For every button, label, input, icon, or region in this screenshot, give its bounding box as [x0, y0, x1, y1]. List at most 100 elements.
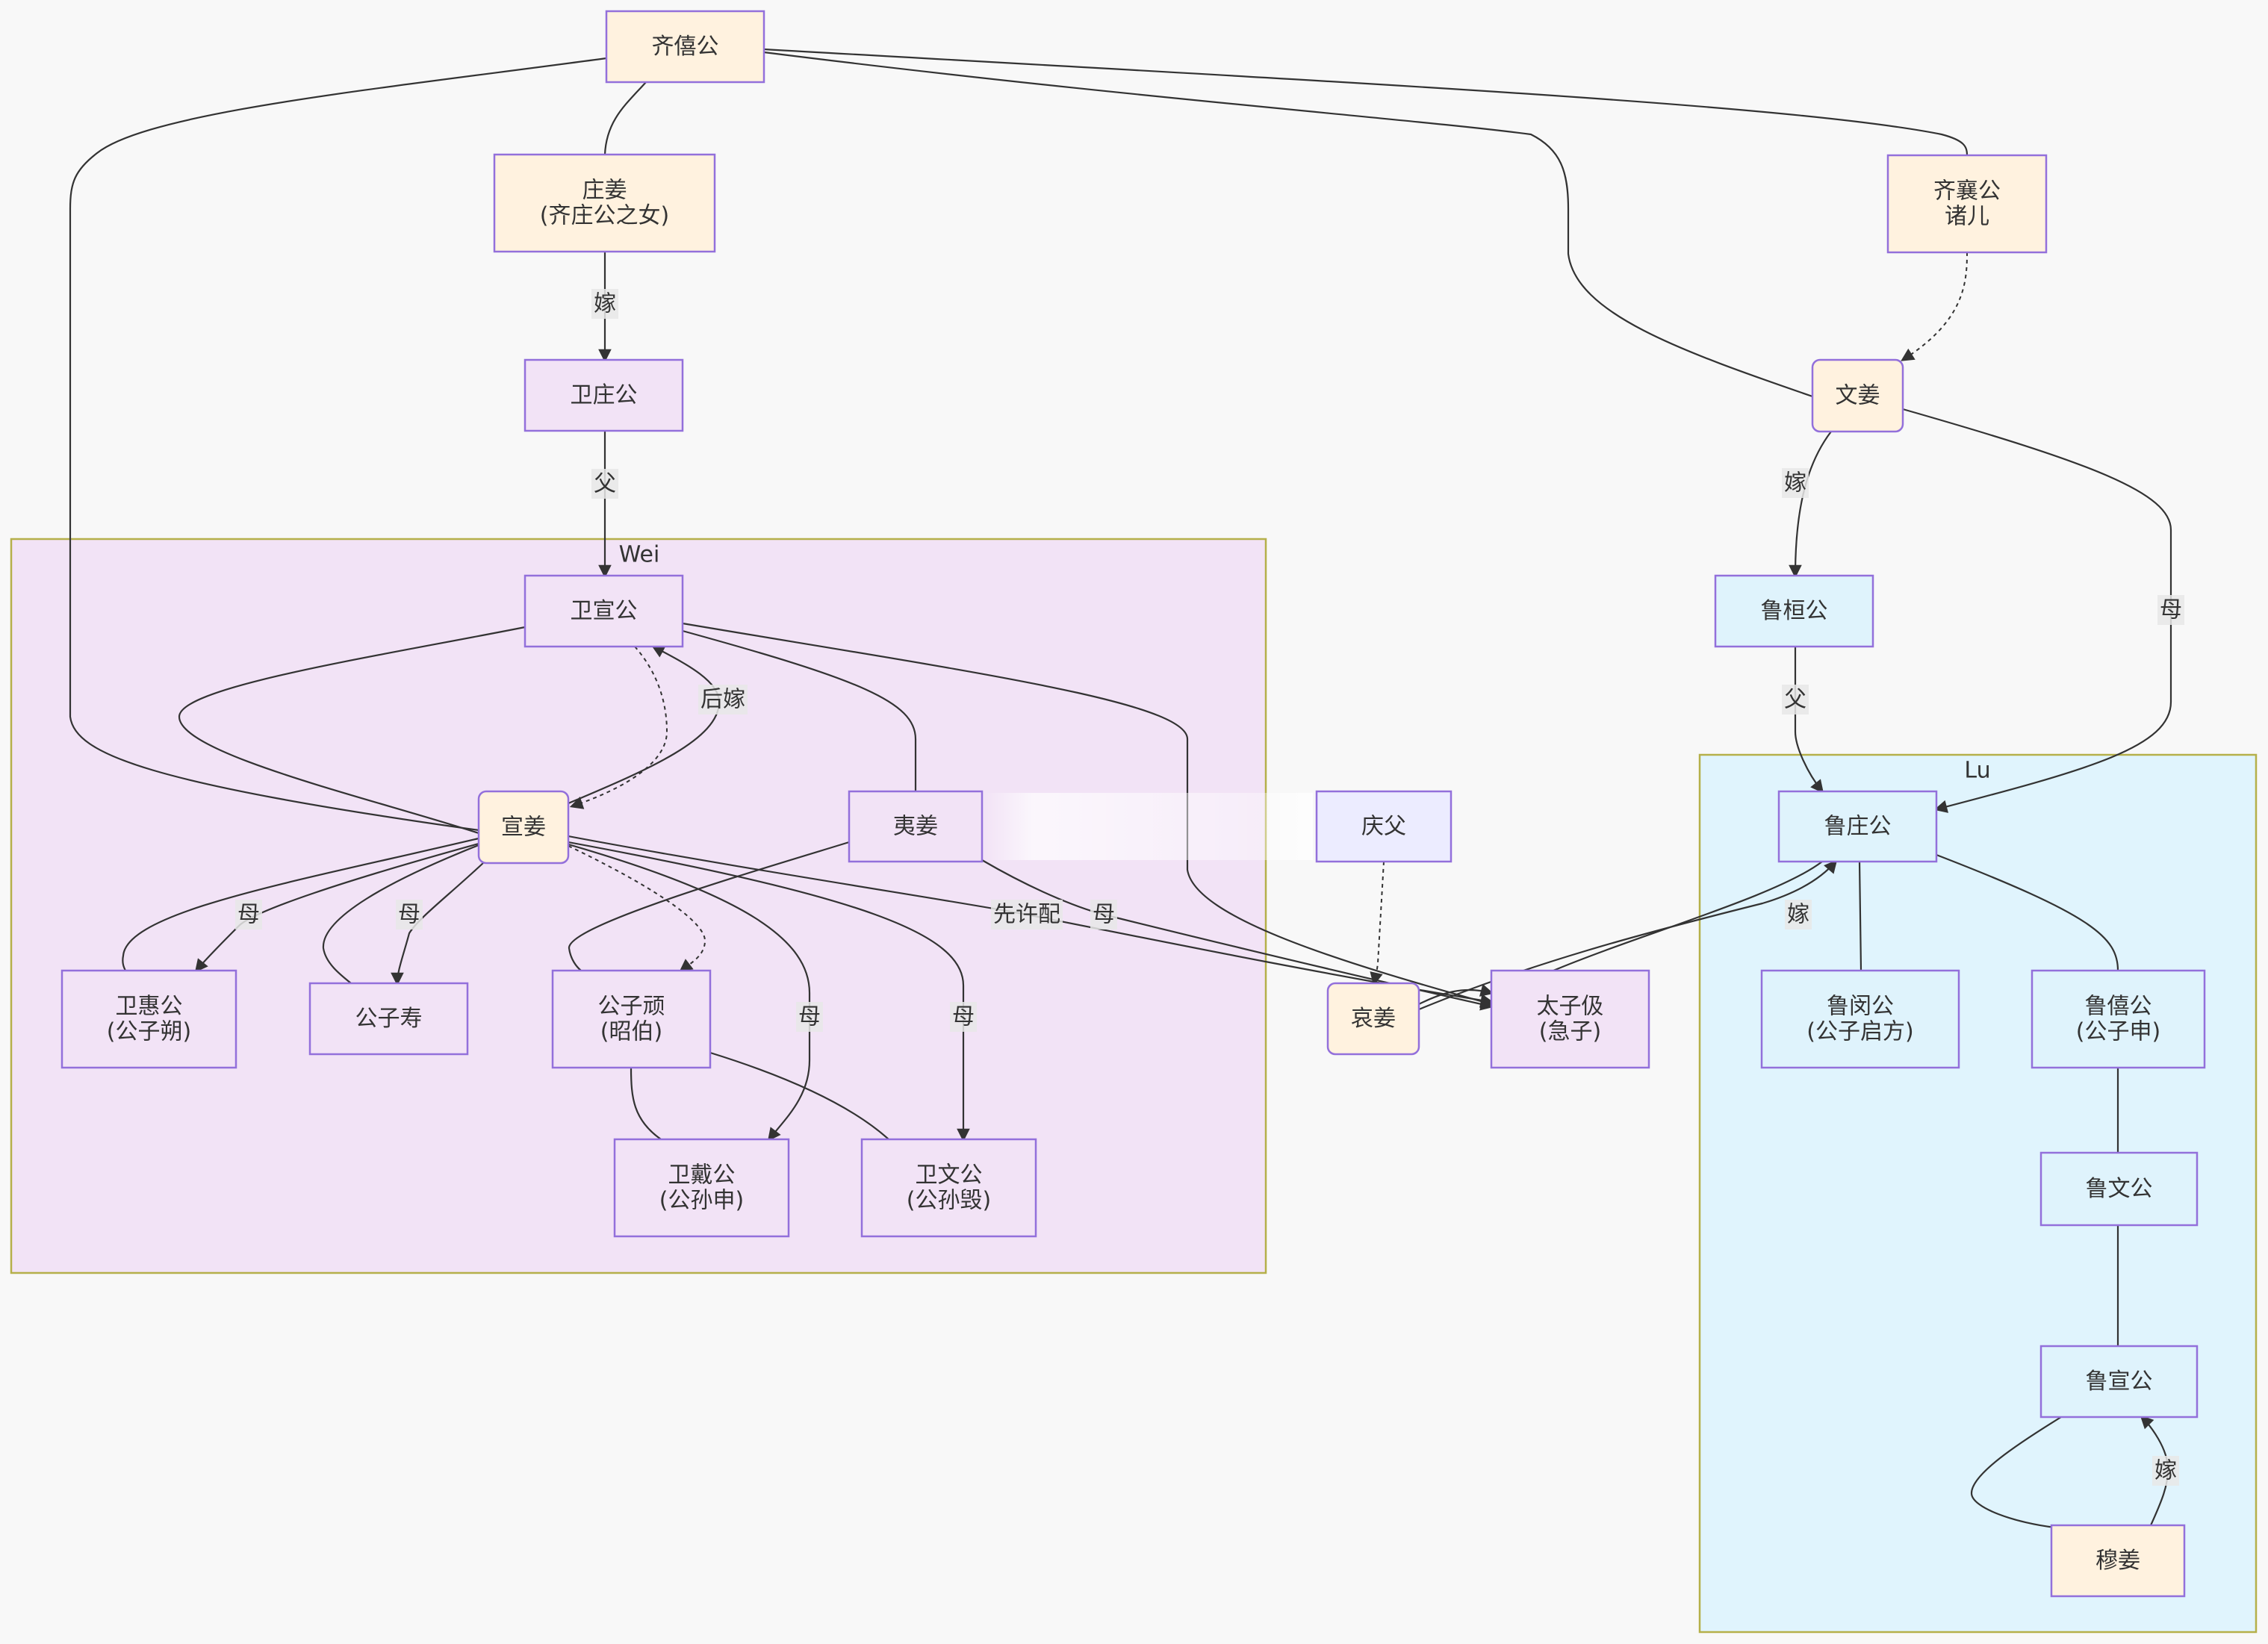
edge-gongzi_wan-to-wei_wen — [709, 1051, 889, 1140]
edge-yi_jiang-to-gongzi_wan — [568, 841, 850, 971]
node-label: 齐僖公 — [652, 34, 719, 60]
edge-xuan_jiang-to-wei_hui — [122, 837, 479, 971]
node-box — [2050, 1524, 2186, 1598]
edge-qi_xiang-to-wen_jiang — [1901, 252, 1968, 361]
edge-lu_zhuang-to-lu_xi — [1936, 853, 2119, 971]
node-wei_zhuang[interactable]: 卫庄公 — [523, 358, 684, 432]
node-ai_jiang[interactable]: 哀姜 — [1326, 982, 1420, 1056]
node-label: 鲁文公 — [2086, 1176, 2153, 1202]
node-lu_min[interactable]: 鲁闵公(公子启方) — [1760, 969, 1960, 1069]
node-lu_zhuang[interactable]: 鲁庄公 — [1777, 790, 1938, 863]
node-box — [1811, 358, 1904, 433]
edge-label: 父 — [1782, 685, 1809, 714]
edge-label: 母 — [396, 900, 423, 930]
node-label: (公子申) — [2076, 1019, 2160, 1045]
edge-label-text: 父 — [1784, 687, 1806, 713]
node-label: (公子朔) — [107, 1019, 191, 1045]
node-lu_xuan[interactable]: 鲁宣公 — [2039, 1345, 2199, 1419]
node-box — [551, 969, 712, 1069]
edge-label-background — [591, 289, 618, 319]
node-gongzi_shou[interactable]: 公子寿 — [308, 982, 469, 1056]
edge-label: 嫁 — [1785, 900, 1812, 930]
node-label: (公孙申) — [659, 1188, 744, 1214]
edge-wei_xuan-to-xuan_jiang — [569, 646, 668, 809]
edge-xuan_jiang-to-wei_wen — [568, 841, 970, 1142]
node-yi_jiang[interactable]: 夷姜 — [848, 790, 984, 863]
node-lu_wen[interactable]: 鲁文公 — [2039, 1151, 2199, 1227]
node-label: 庄姜 — [582, 178, 627, 204]
node-box — [605, 10, 765, 84]
node-label: 公子寿 — [355, 1006, 423, 1032]
node-label: 卫宣公 — [571, 598, 638, 624]
edge-qi_xi-to-qi_xiang — [763, 48, 1969, 156]
edge-ai_jiang-to-taizi_ji — [1418, 983, 1494, 1005]
node-label: 鲁宣公 — [2086, 1369, 2153, 1395]
node-label: 诸儿 — [1945, 204, 1989, 230]
edge-qi_xi-to-xuan_jiang — [69, 57, 607, 832]
edge-label: 嫁 — [1782, 468, 1809, 498]
node-label: (昭伯) — [600, 1019, 662, 1045]
edge-xuan_jiang-to-wei_dai — [568, 843, 811, 1142]
edge-label: 母 — [2157, 595, 2184, 625]
node-taizi_ji[interactable]: 太子伋(急子) — [1490, 969, 1650, 1069]
edge-label-background — [2152, 1456, 2179, 1486]
node-label: 穆姜 — [2095, 1548, 2140, 1574]
edge-label-text: 先许配 — [993, 902, 1060, 928]
node-box — [493, 153, 716, 253]
node-wei_hui[interactable]: 卫惠公(公子朔) — [60, 969, 237, 1069]
node-label: 公子顽 — [598, 994, 665, 1020]
node-box — [1714, 574, 1874, 648]
edge-label-text: 母 — [2160, 597, 2182, 623]
edge-label-background — [396, 900, 423, 930]
edge-xuan_jiang-to-gongzi_wan — [568, 845, 706, 973]
edge-label-text: 母 — [952, 1004, 975, 1030]
node-label: 卫惠公 — [116, 994, 183, 1020]
edge-label: 母 — [1090, 900, 1117, 930]
node-box — [523, 574, 684, 648]
edge-xuan_jiang-to-gongzi_shou — [391, 862, 485, 986]
edge-lu_zhuang-to-lu_min — [1858, 861, 1862, 971]
node-xuan_jiang[interactable]: 宣姜 — [477, 790, 570, 865]
node-qing_fu[interactable]: 庆父 — [1315, 790, 1453, 863]
node-label: 卫戴公 — [668, 1162, 736, 1189]
node-mu_jiang[interactable]: 穆姜 — [2050, 1524, 2186, 1598]
node-gongzi_wan[interactable]: 公子顽(昭伯) — [551, 969, 712, 1069]
edge-label-text: 后嫁 — [700, 687, 745, 713]
node-wen_jiang[interactable]: 文姜 — [1811, 358, 1904, 433]
node-label: 哀姜 — [1351, 1006, 1396, 1032]
edge-label: 嫁 — [2152, 1456, 2179, 1486]
edge-label-background — [950, 1002, 977, 1032]
node-wei_dai[interactable]: 卫戴公(公孙申) — [613, 1138, 790, 1238]
edge-label: 母 — [235, 900, 262, 930]
node-box — [1886, 154, 2048, 254]
node-lu_huan[interactable]: 鲁桓公 — [1714, 574, 1874, 648]
edge-label: 母 — [796, 1002, 823, 1032]
node-wei_wen[interactable]: 卫文公(公孙毁) — [860, 1138, 1037, 1238]
edge-wei_xuan-to-yi_jiang — [682, 629, 917, 791]
node-box — [2039, 1345, 2199, 1419]
edge-lu_xuan-to-mu_jiang — [1970, 1416, 2062, 1529]
node-box — [1490, 969, 1650, 1069]
node-qi_xi[interactable]: 齐僖公 — [605, 10, 765, 84]
edge-label-text: 嫁 — [1787, 902, 1809, 928]
edge-wei_xuan-to-xuan_jiang — [178, 626, 526, 835]
node-label: 鲁桓公 — [1761, 598, 1828, 624]
edge-label: 父 — [591, 469, 618, 499]
edge-label-text: 嫁 — [594, 291, 616, 317]
edge-label-text: 母 — [237, 902, 260, 928]
node-label: 卫文公 — [916, 1162, 983, 1189]
node-box — [2039, 1151, 2199, 1227]
node-box — [308, 982, 469, 1056]
cluster-lu-title: Lu — [1964, 758, 1990, 784]
render-blur-artifact — [984, 793, 1313, 860]
edge-xuan_jiang-to-gongzi_shou — [322, 844, 479, 984]
node-lu_xi[interactable]: 鲁僖公(公子申) — [2031, 969, 2206, 1069]
node-label: (齐庄公之女) — [540, 203, 669, 229]
node-wei_xuan[interactable]: 卫宣公 — [523, 574, 684, 648]
edge-label: 后嫁 — [698, 685, 748, 714]
node-zhuang_jiang[interactable]: 庄姜(齐庄公之女) — [493, 153, 716, 253]
edge-gongzi_wan-to-wei_dai — [630, 1067, 662, 1140]
edge-label-background — [1090, 900, 1117, 930]
